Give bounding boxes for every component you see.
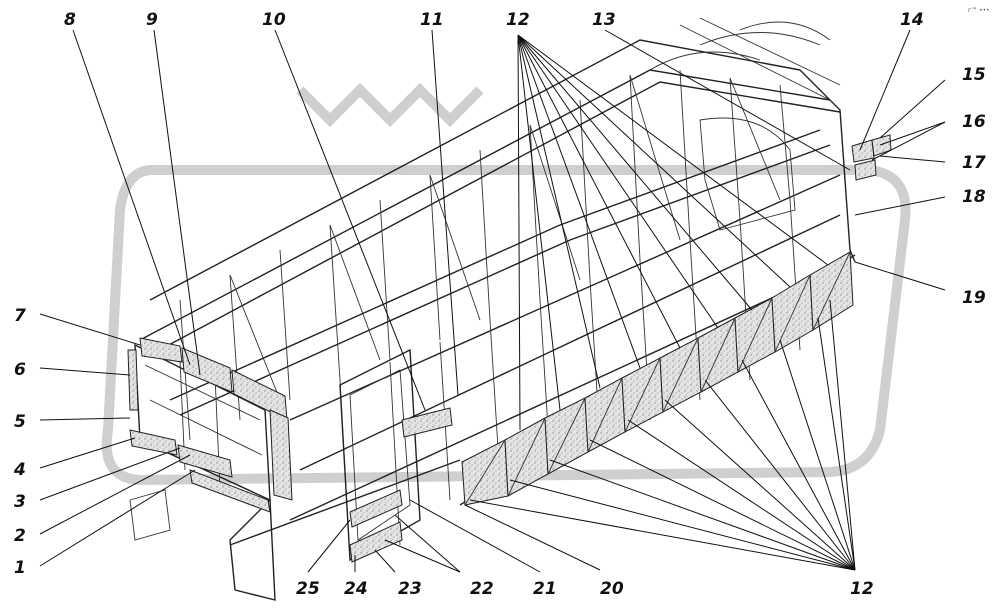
callout-12-bottom: 12 bbox=[850, 579, 874, 599]
callout-11: 11 bbox=[420, 10, 444, 30]
leader-lines bbox=[39, 29, 946, 573]
corner-mark: г™ ••• bbox=[968, 7, 990, 14]
callout-14: 14 bbox=[900, 10, 924, 30]
callout-24: 24 bbox=[344, 579, 368, 599]
callout-13: 13 bbox=[592, 10, 616, 30]
callout-3: 3 bbox=[14, 492, 26, 512]
callout-16: 16 bbox=[962, 112, 986, 132]
callout-7: 7 bbox=[14, 306, 26, 326]
callout-2: 2 bbox=[14, 526, 26, 546]
callout-8: 8 bbox=[64, 10, 76, 30]
callout-1: 1 bbox=[14, 558, 26, 578]
callout-10: 10 bbox=[262, 10, 286, 30]
callout-5: 5 bbox=[14, 412, 26, 432]
callout-18: 18 bbox=[962, 187, 986, 207]
callout-23: 23 bbox=[398, 579, 422, 599]
callout-19: 19 bbox=[962, 288, 986, 308]
callout-9: 9 bbox=[146, 10, 158, 30]
bus-frame bbox=[129, 17, 856, 601]
callout-17: 17 bbox=[962, 153, 986, 173]
callout-20: 20 bbox=[600, 579, 624, 599]
callout-22: 22 bbox=[470, 579, 494, 599]
callout-6: 6 bbox=[14, 360, 26, 380]
callout-15: 15 bbox=[962, 65, 986, 85]
watermark bbox=[101, 82, 911, 486]
callout-12-top: 12 bbox=[506, 10, 530, 30]
callout-21: 21 bbox=[533, 579, 557, 599]
callout-labels: 1 2 3 4 5 6 7 8 9 10 11 12 13 14 15 16 1… bbox=[13, 7, 990, 599]
callout-25: 25 bbox=[296, 579, 320, 599]
callout-4: 4 bbox=[13, 460, 26, 480]
body-panels bbox=[127, 134, 892, 563]
